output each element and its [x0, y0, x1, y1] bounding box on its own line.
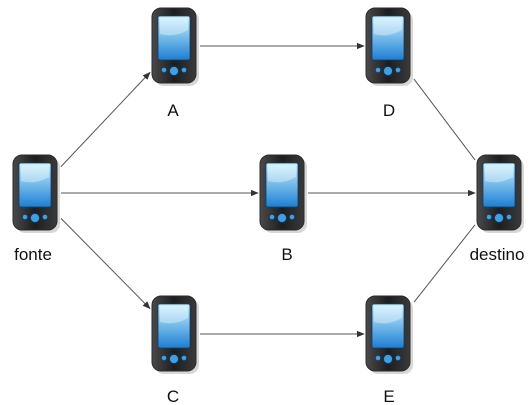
- node-C: [151, 295, 199, 374]
- node-destino: [476, 154, 524, 233]
- edge-fonte-A: [60, 71, 151, 167]
- mobile-device-icon: [476, 154, 524, 233]
- node-label-destino: destino: [470, 245, 525, 264]
- node-label-C: C: [167, 387, 179, 405]
- node-fonte: [12, 154, 60, 233]
- edge-E-destino: [413, 224, 476, 303]
- mobile-device-icon: [12, 154, 60, 233]
- mobile-device-icon: [365, 295, 413, 374]
- node-label-A: A: [167, 101, 179, 120]
- node-label-E: E: [383, 387, 394, 405]
- node-E: [365, 295, 413, 374]
- node-label-fonte: fonte: [14, 245, 52, 264]
- edge-D-destino: [413, 78, 476, 161]
- mobile-device-icon: [151, 295, 199, 374]
- node-D: [365, 7, 413, 86]
- node-A: [151, 7, 199, 86]
- edges-layer: [60, 42, 476, 338]
- edge-fonte-C: [60, 218, 151, 310]
- node-B: [259, 154, 307, 233]
- mobile-device-icon: [259, 154, 307, 233]
- node-label-B: B: [281, 245, 292, 264]
- mobile-device-icon: [151, 7, 199, 86]
- node-label-D: D: [383, 101, 395, 120]
- mobile-device-icon: [365, 7, 413, 86]
